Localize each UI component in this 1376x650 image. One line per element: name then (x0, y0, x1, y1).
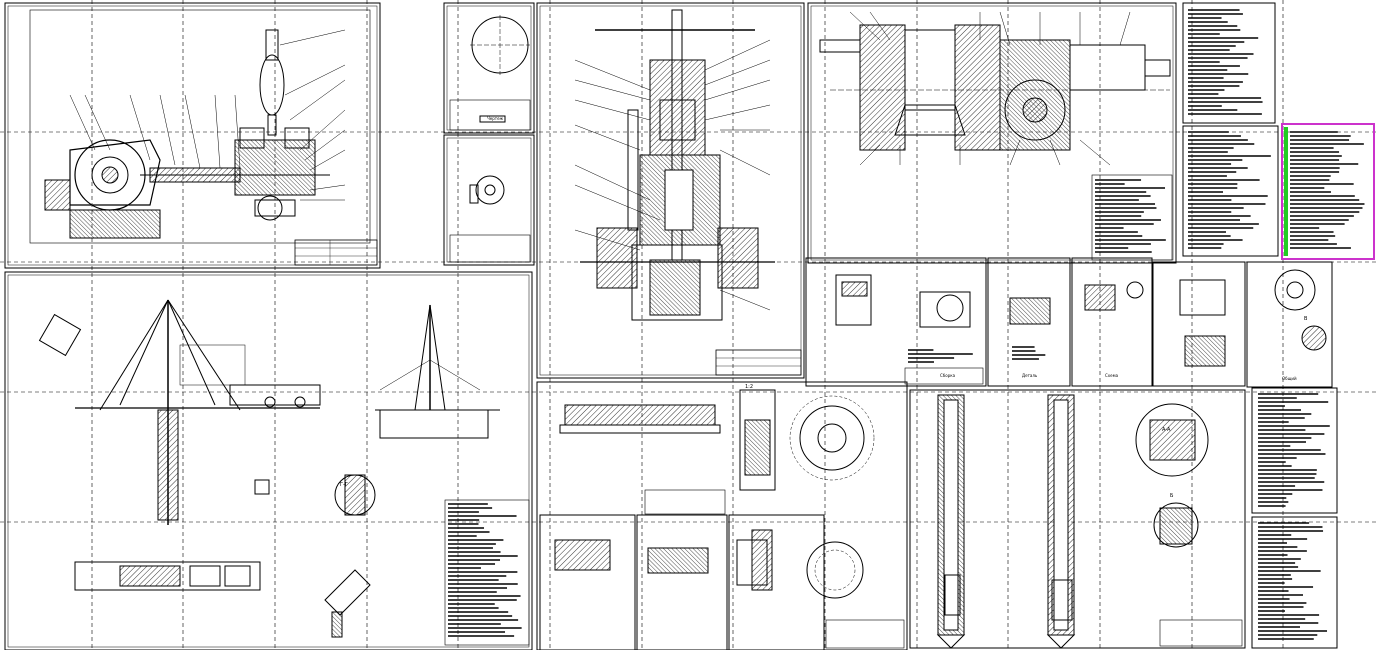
stamp-2: Сборка (940, 373, 956, 378)
stamp-4: Схема (1105, 373, 1119, 378)
sheet-shafts-and-flanges[interactable] (536, 381, 908, 650)
spec-table-lines (448, 9, 1365, 640)
stamp-5: Общий (1282, 376, 1297, 381)
label-view-b: Б (1170, 493, 1174, 499)
label-view-d: Г-Г (340, 482, 348, 488)
sheet-drilling-rig[interactable] (4, 271, 533, 650)
view-labels: A-A Б В Г-Г 1:2 Чертеж Сборка Деталь Схе… (340, 116, 1308, 499)
stamp-3: Деталь (1022, 373, 1038, 378)
sheet-downhole-tools[interactable] (909, 389, 1246, 649)
label-section-ab: A-A (1162, 427, 1171, 433)
label-detail-x: 1:2 (745, 384, 753, 390)
sheet-small-details-row[interactable] (805, 257, 1333, 388)
spec-sheet-bottom-right[interactable] (1251, 387, 1338, 649)
spec-sheet-stack[interactable] (1182, 2, 1375, 260)
sheet-gearbox[interactable] (807, 2, 1177, 264)
sheet-pump-assembly[interactable] (4, 2, 381, 269)
stamp-1: Чертеж (487, 116, 504, 121)
sheet-valve-section[interactable] (536, 2, 805, 379)
sheet-details-column[interactable] (443, 2, 535, 266)
label-view-c: В (1304, 316, 1308, 322)
